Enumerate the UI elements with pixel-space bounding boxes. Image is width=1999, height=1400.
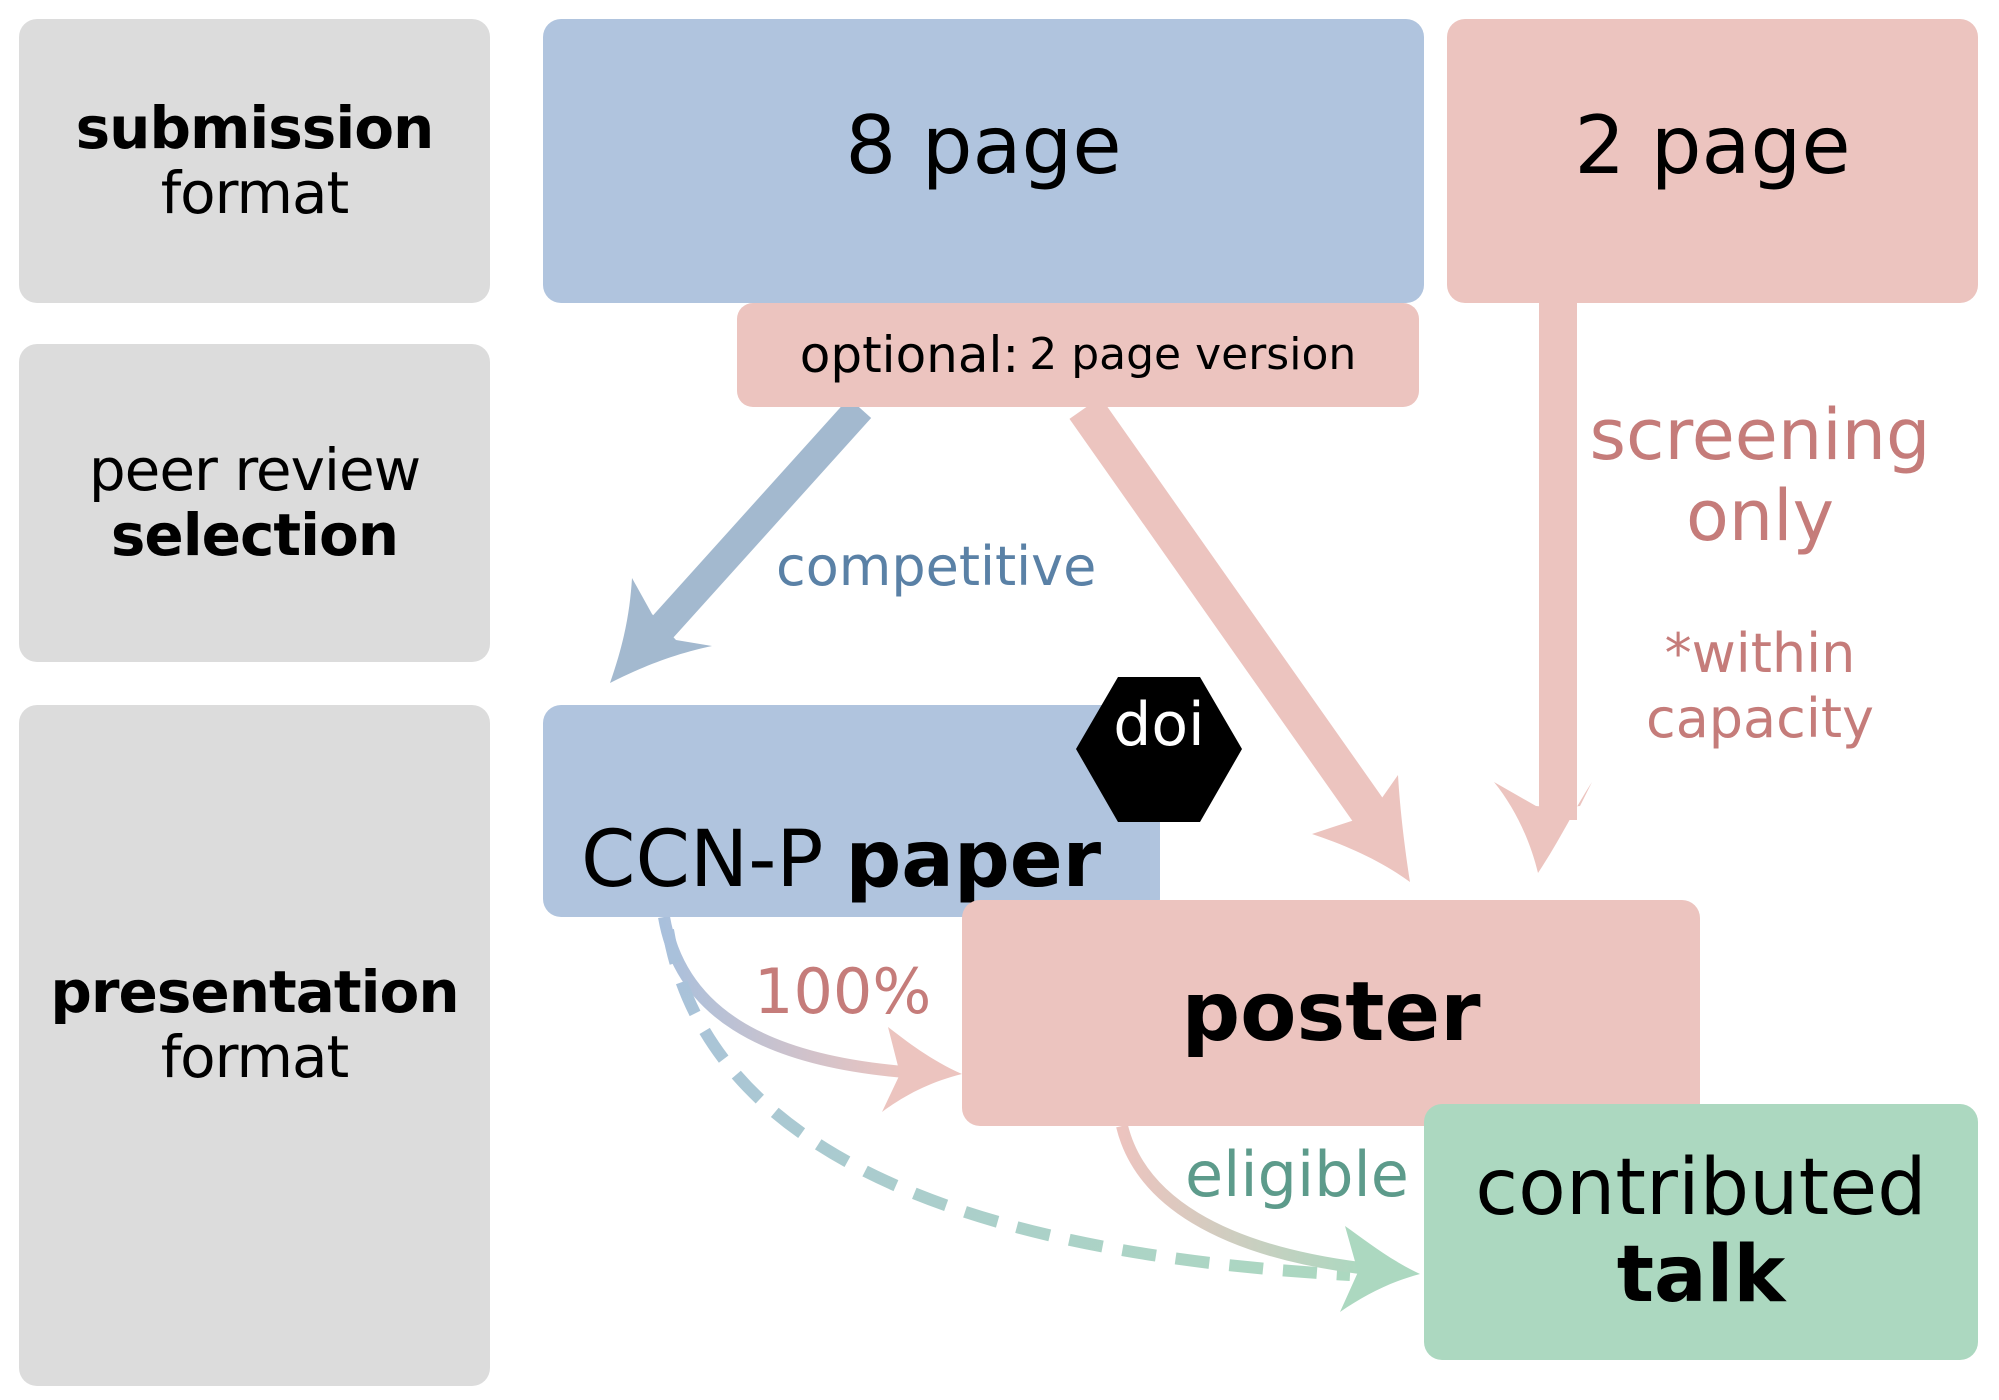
ccn-p-paper-box: CCN-P paper [543,705,1160,917]
poster-to-talk-arrow [1116,1124,1420,1312]
paper-to-talk-dashed-arrow [662,928,1351,1281]
optional-value: 2 page version [1029,329,1357,381]
hundred-percent-label: 100% [754,955,932,1028]
capacity-line1: *within [1664,622,1856,685]
contributed-talk-box: contributed talk [1424,1104,1978,1360]
row-label-line1: submission [75,94,435,163]
row-label-line1: presentation [50,958,459,1026]
row-label-peer-review-selection: peer review selection [19,344,490,662]
poster-box: poster [962,900,1700,1126]
poster-label: poster [1181,965,1481,1061]
eight-page-label: 8 page [845,99,1122,193]
doi-hexagon-icon [1076,677,1242,822]
screening-arrow [1494,303,1592,873]
doi-badge-text: doi [1113,690,1205,760]
row-label-line1: peer review [88,436,421,505]
optional-two-page-box: optional: 2 page version [737,303,1419,407]
screening-line1: screening [1589,394,1931,476]
row-label-line2: selection [110,501,399,569]
optional-to-poster-arrow [1069,397,1410,882]
eligible-label: eligible [1185,1138,1409,1211]
screening-only-label: screening only [1560,395,1960,556]
row-label-submission-format: submission format [19,19,490,303]
paper-prefix: CCN-P [581,815,824,906]
competitive-label: competitive [776,535,1097,598]
within-capacity-note: *within capacity [1560,622,1960,752]
row-label-line2: format [160,159,350,227]
optional-label: optional: [799,326,1020,384]
talk-line1: contributed [1475,1142,1927,1233]
row-label-presentation-format: presentation format [19,705,490,1386]
eight-page-submission-box: 8 page [543,19,1424,303]
talk-line2: talk [1616,1230,1786,1320]
paper-bold: paper [845,815,1102,906]
row-label-line2: format [160,1022,350,1091]
screening-line2: only [1685,474,1835,557]
capacity-line2: capacity [1646,686,1874,750]
competitive-arrow [610,397,872,683]
two-page-label: 2 page [1574,99,1851,193]
two-page-submission-box: 2 page [1447,19,1978,303]
